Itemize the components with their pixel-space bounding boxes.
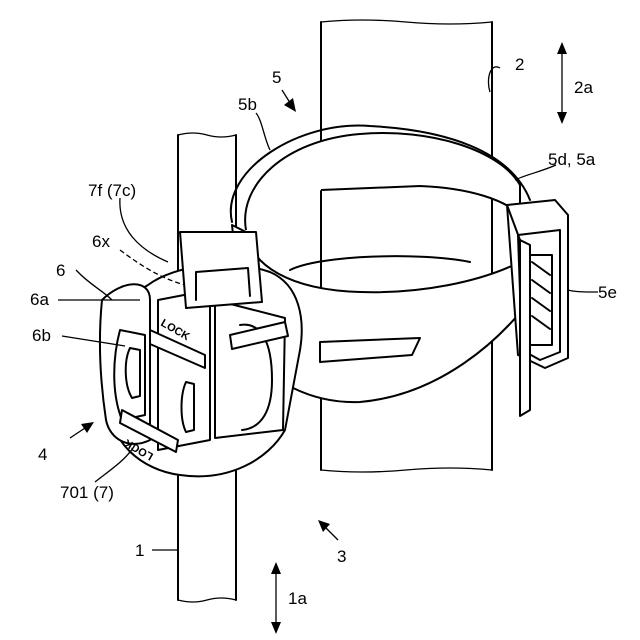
label-5: 5 — [272, 68, 281, 87]
label-6b: 6b — [32, 326, 51, 345]
label-5e: 5e — [598, 283, 617, 302]
label-1: 1 — [135, 541, 144, 560]
label-6x: 6x — [92, 232, 110, 251]
label-5d-5a: 5d, 5a — [548, 150, 596, 169]
label-2: 2 — [515, 55, 524, 74]
label-3: 3 — [337, 547, 346, 566]
label-6: 6 — [56, 261, 65, 280]
label-7f-7c: 7f (7c) — [88, 181, 136, 200]
label-6a: 6a — [30, 290, 49, 309]
label-5b: 5b — [238, 95, 257, 114]
label-2a: 2a — [574, 78, 593, 97]
label-4: 4 — [38, 445, 47, 464]
label-1a: 1a — [288, 589, 307, 608]
buckle-5e — [507, 200, 568, 416]
pipe-2 — [321, 20, 492, 472]
label-701-7: 701 (7) — [60, 483, 114, 502]
